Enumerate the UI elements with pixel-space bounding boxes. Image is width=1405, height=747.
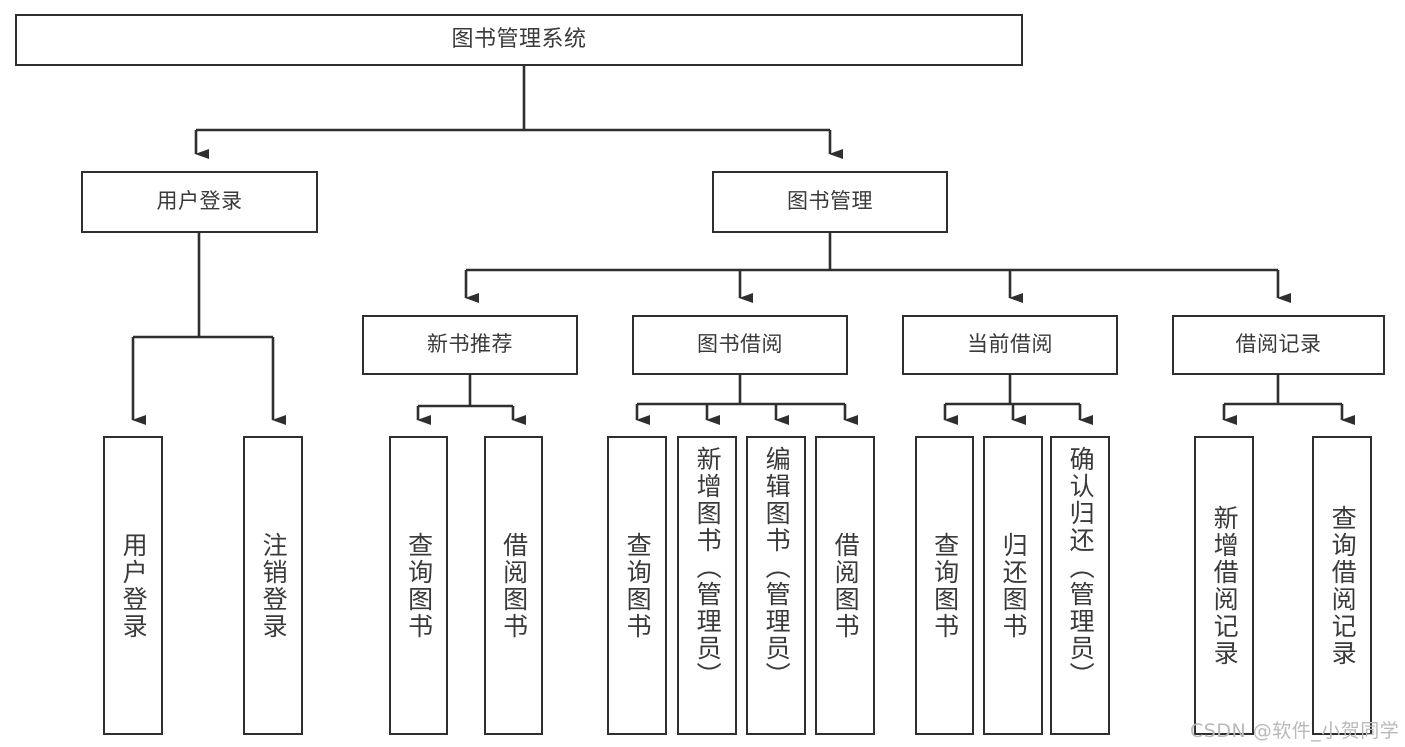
- node-book-borrow[interactable]: 图书借阅: [632, 315, 848, 375]
- node-label: 图书管理系统: [451, 26, 587, 52]
- leaf-book-borrow-edit-book-admin[interactable]: 编辑图书（管理员）: [746, 436, 806, 735]
- node-label: 确认归还（管理员）: [1066, 446, 1096, 689]
- leaf-current-borrow-confirm-return-admin[interactable]: 确认归还（管理员）: [1050, 436, 1110, 735]
- node-label: 查询图书: [623, 531, 653, 640]
- node-label: 归还图书: [999, 531, 1029, 640]
- node-root-book-management-system[interactable]: 图书管理系统: [15, 14, 1023, 66]
- node-label: 新增借阅记录: [1210, 504, 1240, 667]
- leaf-new-book-query-book[interactable]: 查询图书: [389, 436, 448, 735]
- node-label: 查询图书: [404, 531, 434, 640]
- node-new-book-recommend[interactable]: 新书推荐: [362, 315, 578, 375]
- node-book-management[interactable]: 图书管理: [712, 171, 948, 233]
- leaf-user-login-login[interactable]: 用户登录: [103, 436, 163, 735]
- leaf-borrow-record-query-record[interactable]: 查询借阅记录: [1312, 436, 1372, 735]
- leaf-user-login-logout[interactable]: 注销登录: [243, 436, 303, 735]
- node-label: 查询图书: [930, 531, 960, 640]
- node-label: 借阅记录: [1235, 332, 1322, 357]
- node-label: 图书借阅: [697, 332, 783, 357]
- node-label: 图书管理: [787, 189, 873, 214]
- leaf-current-borrow-query-book[interactable]: 查询图书: [915, 436, 974, 735]
- csdn-watermark: CSDN @软件_小贺同学: [1190, 720, 1400, 742]
- node-label: 查询借阅记录: [1328, 504, 1358, 667]
- leaf-book-borrow-add-book-admin[interactable]: 新增图书（管理员）: [677, 436, 737, 735]
- node-current-borrow[interactable]: 当前借阅: [902, 315, 1118, 375]
- node-label: 当前借阅: [967, 332, 1053, 357]
- leaf-book-borrow-query-book[interactable]: 查询图书: [607, 436, 667, 735]
- node-label: 用户登录: [156, 189, 243, 214]
- node-label: 新增图书（管理员）: [693, 446, 723, 689]
- node-label: 用户登录: [119, 531, 149, 640]
- node-borrow-record[interactable]: 借阅记录: [1172, 315, 1385, 375]
- leaf-current-borrow-return-book[interactable]: 归还图书: [983, 436, 1043, 735]
- leaf-book-borrow-borrow-book[interactable]: 借阅图书: [815, 436, 875, 735]
- leaf-new-book-borrow-book[interactable]: 借阅图书: [484, 436, 543, 735]
- leaf-borrow-record-add-record[interactable]: 新增借阅记录: [1194, 436, 1254, 735]
- node-label: 编辑图书（管理员）: [762, 446, 792, 689]
- node-label: 借阅图书: [499, 531, 529, 640]
- node-user-login[interactable]: 用户登录: [81, 171, 318, 233]
- node-label: 注销登录: [259, 531, 289, 640]
- node-label: 借阅图书: [831, 531, 861, 640]
- node-label: 新书推荐: [427, 332, 513, 357]
